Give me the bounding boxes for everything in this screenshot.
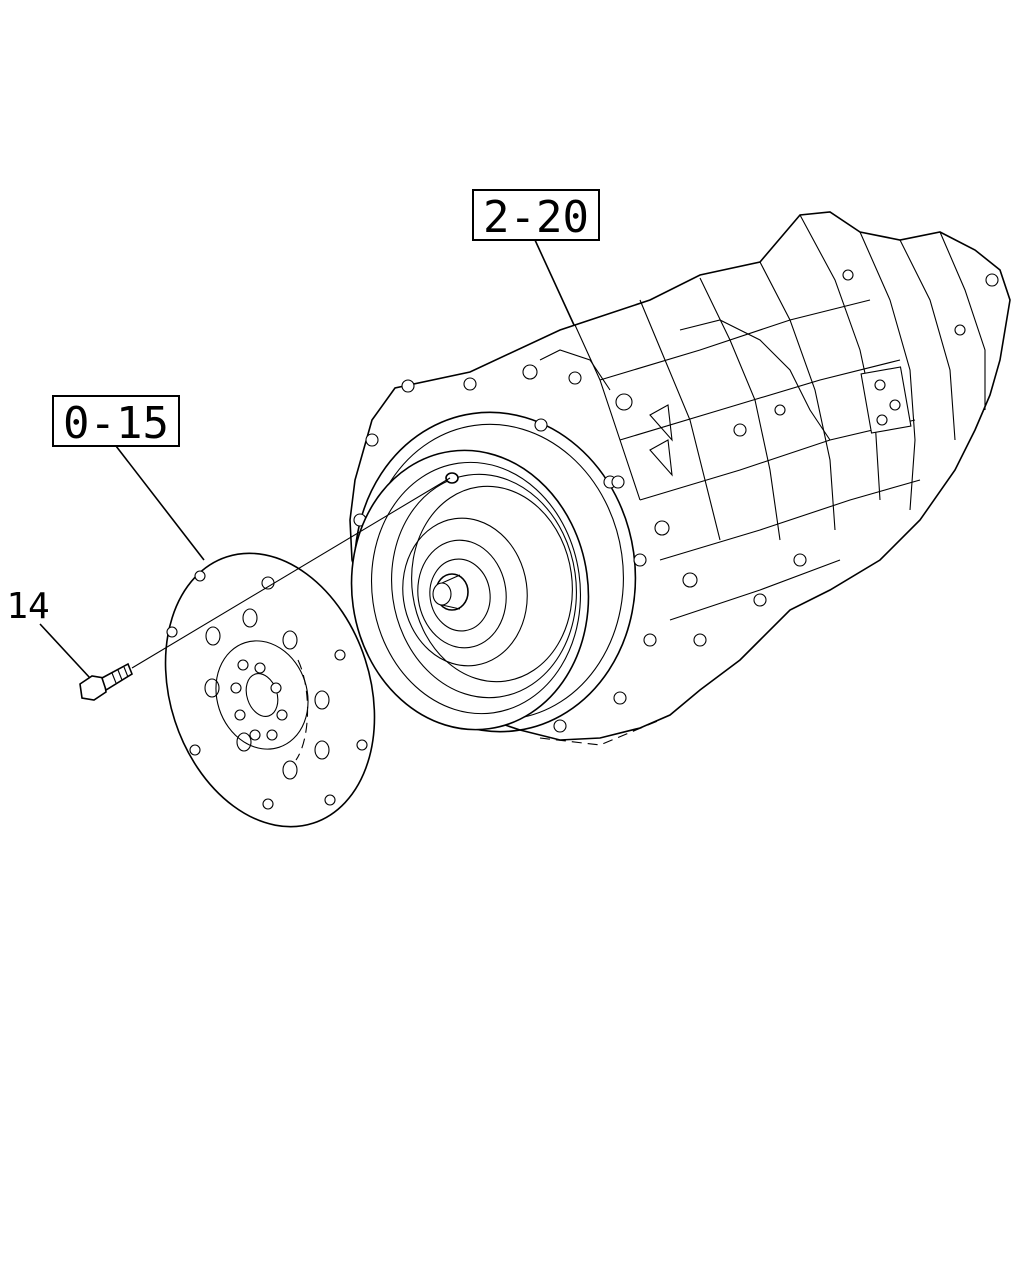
callout-transmission: 2-20: [472, 189, 600, 326]
bolt-part-number: 14: [6, 586, 49, 627]
flexplate: [164, 552, 376, 828]
flexplate-mid-holes: [204, 608, 330, 780]
case-details: [522, 214, 999, 746]
flexplate-outer-holes: [166, 570, 368, 810]
flexplate-hub-holes: [230, 659, 288, 741]
torque-converter: [350, 449, 590, 731]
callout-flexplate: 0-15: [52, 395, 205, 561]
callout-bolt: 14: [6, 586, 91, 679]
transmission-ref-label: 2-20: [483, 192, 589, 243]
assembly-axis-line: [131, 477, 451, 669]
flexplate-ref-label: 0-15: [63, 398, 169, 449]
bolt: [79, 662, 133, 701]
transmission-assembly: [349, 211, 1011, 746]
